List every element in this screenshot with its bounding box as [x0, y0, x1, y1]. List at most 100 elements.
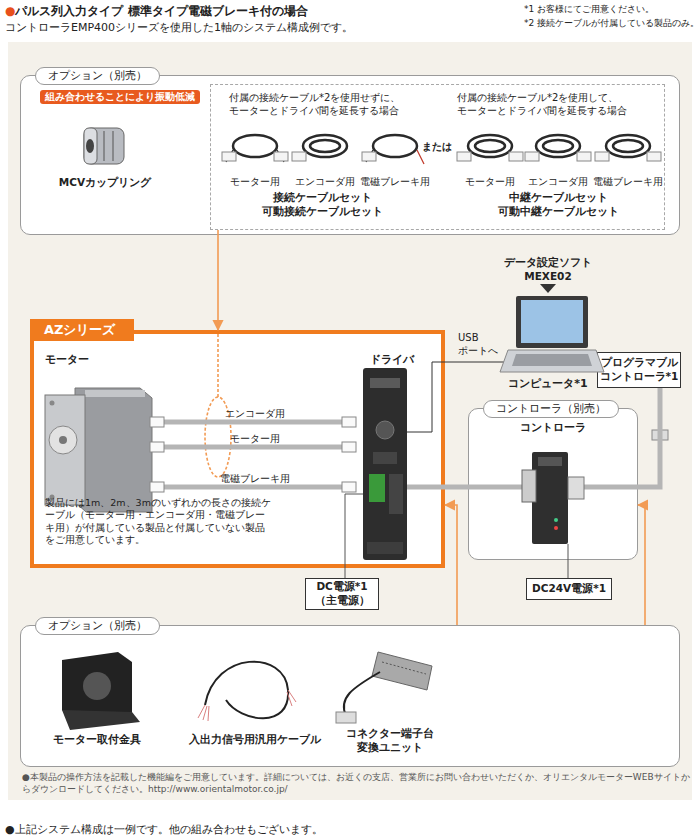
wire: [345, 494, 363, 568]
part-name: 電磁ブレーキ用: [360, 176, 430, 188]
option-panel: オプション（別売）: [20, 625, 680, 767]
motor-cable: [152, 422, 352, 487]
part-name: 電磁ブレーキ用: [593, 176, 663, 188]
cable-illustration: [277, 150, 284, 162]
computer-illustration: [512, 354, 592, 366]
cable-label: モーター用: [230, 432, 280, 445]
terminal-block-illustration: [336, 712, 356, 723]
connector-group: [218, 230, 660, 625]
cable: [584, 485, 638, 490]
note-text: ●本製品の操作方法を記載した機能編をご用意しています。詳細については、お近くの支…: [22, 772, 690, 795]
conjunction-text: または: [422, 140, 452, 153]
arrow-connector: [217, 230, 219, 330]
terminal-block-illustration: [382, 662, 426, 674]
product-name: 中継ケーブルセット 可動中継ケーブルセット: [492, 191, 624, 218]
terminal-block-illustration: [372, 652, 432, 690]
signal-cable-illustration: [205, 662, 288, 719]
part-name: ドライバ: [370, 353, 414, 367]
cable-illustration: [475, 140, 505, 152]
node-heading: 付属の接続ケーブル*2を使用せずに、 モーターとドライバ間を延長する場合: [229, 91, 429, 117]
coupling-illustration: [104, 131, 105, 161]
cable: [468, 485, 524, 490]
motor-illustration: [59, 436, 67, 444]
driver-illustration: [367, 542, 403, 554]
motor-cable: [152, 485, 352, 490]
motor-cable: [152, 445, 352, 450]
mount-bracket-illustration: [62, 710, 140, 730]
driver-illustration: [370, 378, 400, 388]
cable-connector: [150, 442, 164, 452]
cable-line: [445, 485, 468, 490]
driver-illustration: [376, 421, 394, 439]
device-box: プログラマブルコントローラ*1: [597, 352, 681, 388]
cable-connector: [150, 482, 164, 492]
cable-connector: [150, 417, 356, 492]
power-box: DC24V電源*1: [526, 578, 612, 600]
terminal-block-illustration: [336, 652, 432, 723]
product-name: 接続ケーブルセット 可動接続ケーブルセット: [256, 191, 388, 218]
driver-illustration: [373, 452, 397, 464]
cable-connector: [525, 152, 539, 161]
cable-label: 電磁ブレーキ用: [220, 472, 290, 485]
motor-illustration: [45, 395, 85, 505]
part-name: 入出力信号用汎用ケーブル: [189, 733, 321, 747]
driver-illustration: [389, 474, 403, 514]
cable-illustration: [233, 135, 277, 157]
node-heading: オプション（別売）: [35, 617, 160, 635]
coupling-illustration: [113, 131, 114, 161]
cable-illustration: [226, 135, 650, 164]
mount-bracket-illustration: [62, 652, 140, 730]
node-heading: DC24V電源*1: [532, 582, 606, 596]
cable-illustration: [543, 140, 573, 152]
extension-leader: [205, 334, 231, 477]
cable: [407, 485, 638, 490]
cable-connector: [222, 152, 236, 161]
node-text: コントローラ: [469, 421, 637, 435]
signal-cable-illustration: [287, 690, 296, 706]
mount-bracket-illustration: [62, 652, 132, 720]
part-name: モーター取付金具: [53, 733, 141, 747]
motor-illustration: [85, 390, 145, 397]
controller-illustration: [554, 518, 558, 522]
computer-illustration: [500, 284, 604, 372]
driver-illustration: [369, 474, 385, 502]
cable-connector: [457, 152, 471, 161]
part-name: MCVカップリング: [59, 176, 151, 190]
footnote: *2 接続ケーブルが付属している製品のみ。: [524, 18, 699, 30]
cable-illustration: [310, 140, 340, 152]
cable-connector: [292, 152, 306, 161]
cable-connector: [274, 152, 288, 161]
controller-illustration: [554, 526, 558, 530]
controller-illustration: [522, 470, 536, 502]
node-heading: AZシリーズ: [30, 319, 134, 341]
subtitle: コントローラEMP400シリーズを使用した1軸のシステム構成例です。: [5, 21, 353, 35]
arrow-connector: [445, 505, 457, 625]
cable-connector: [342, 482, 356, 492]
part-name: コネクター端子台 変換ユニット: [340, 727, 440, 754]
diagram-caption: ●上記システム構成は一例です。他の組み合わせもございます。: [5, 822, 323, 837]
cable-connector: [342, 417, 356, 427]
cable-connector: [150, 417, 164, 427]
feature-tag: 組み合わせることにより振動低減: [40, 90, 200, 104]
node-heading: オプション（別売）: [35, 67, 160, 85]
extension-leader: [217, 334, 219, 397]
computer-illustration: [540, 284, 556, 293]
controller-illustration: [568, 477, 584, 499]
motor-illustration: [50, 401, 55, 406]
driver-illustration: [363, 368, 407, 560]
footnote: *1 お客様にてご用意ください。: [524, 4, 654, 16]
motor-illustration: [49, 426, 77, 454]
power-box: DC電源*1 （主電源）: [305, 578, 379, 610]
coupling-illustration: [84, 128, 124, 164]
cable-illustration: [366, 150, 373, 162]
wire: [345, 362, 568, 568]
cable: [407, 485, 445, 490]
node-heading: プログラマブルコントローラ*1: [598, 356, 680, 383]
note-text: 製品には1m、2m、3mのいずれかの長さの接続ケーブル（モーター用・エンコーダ用…: [45, 497, 273, 546]
cable-line: [568, 560, 569, 578]
